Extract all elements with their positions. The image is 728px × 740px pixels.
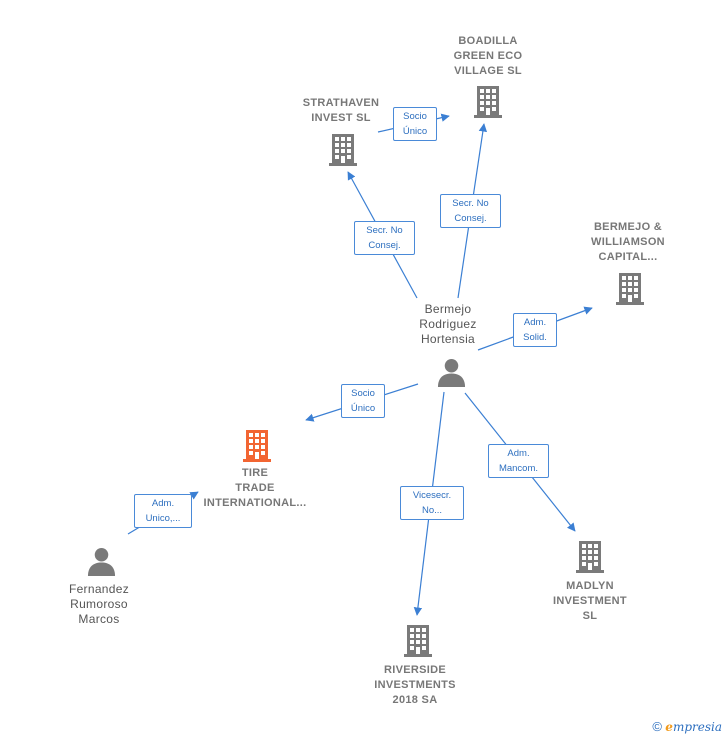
node-boadilla[interactable]: BOADILLA GREEN ECO VILLAGE SL	[428, 34, 548, 79]
edge-label-bermejo-boadilla[interactable]: Secr. No Consej.	[440, 194, 501, 228]
building-icon	[329, 134, 357, 166]
brand-logo: empresia	[665, 720, 722, 734]
node-riverside[interactable]: RIVERSIDE INVESTMENTS 2018 SA	[355, 663, 475, 708]
node-label: BOADILLA GREEN ECO VILLAGE SL	[453, 35, 523, 77]
person-icon	[437, 358, 466, 387]
building-icon	[243, 430, 271, 462]
person-icon	[87, 547, 116, 576]
edge-label-strathaven-boadilla[interactable]: Socio Único	[393, 107, 437, 141]
node-madlyn[interactable]: MADLYN INVESTMENT SL	[530, 579, 650, 624]
building-icon	[474, 86, 502, 118]
node-label: STRATHAVEN INVEST SL	[302, 97, 380, 124]
building-icon	[404, 625, 432, 657]
node-bermejo-williamson[interactable]: BERMEJO & WILLIAMSON CAPITAL...	[568, 220, 688, 265]
edge-label-bermejo-williamson[interactable]: Adm. Solid.	[513, 313, 557, 347]
copyright-icon: ©	[652, 719, 662, 734]
edge-label-fernandez-tire[interactable]: Adm. Unico,...	[134, 494, 192, 528]
edge-label-bermejo-madlyn[interactable]: Adm. Mancom.	[488, 444, 549, 478]
node-tire-trade[interactable]: TIRE TRADE INTERNATIONAL...	[190, 466, 320, 511]
edge-label-bermejo-tire[interactable]: Socio Único	[341, 384, 385, 418]
node-label: Bermejo Rodriguez Hortensia	[419, 302, 477, 346]
node-fernandez-rumoroso-marcos[interactable]: Fernandez Rumoroso Marcos	[44, 582, 154, 627]
node-label: Fernandez Rumoroso Marcos	[68, 582, 130, 626]
edge-label-bermejo-strathaven[interactable]: Secr. No Consej.	[354, 221, 415, 255]
footer-watermark: © empresia	[652, 719, 722, 734]
building-icon	[616, 273, 644, 305]
node-icons	[87, 86, 644, 657]
node-label: MADLYN INVESTMENT SL	[553, 580, 627, 622]
node-label: BERMEJO & WILLIAMSON CAPITAL...	[591, 221, 665, 263]
edge-label-bermejo-riverside[interactable]: Vicesecr. No...	[400, 486, 464, 520]
building-icon	[576, 541, 604, 573]
node-label: RIVERSIDE INVESTMENTS 2018 SA	[374, 664, 456, 706]
node-bermejo-rodriguez-hortensia[interactable]: Bermejo Rodriguez Hortensia	[388, 302, 508, 347]
node-strathaven[interactable]: STRATHAVEN INVEST SL	[281, 96, 401, 126]
node-label: TIRE TRADE INTERNATIONAL...	[203, 467, 307, 509]
edges	[127, 113, 593, 616]
